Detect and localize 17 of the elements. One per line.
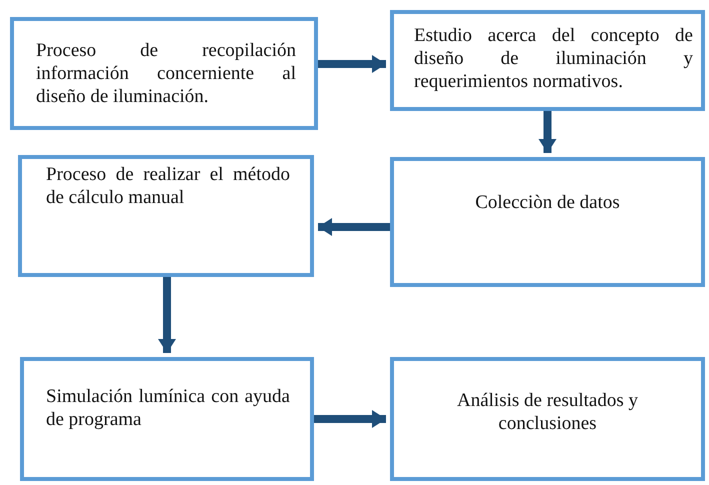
process-box xyxy=(10,17,318,130)
step-text: Proceso de recopilación información concerniente al diseño de iluminación. xyxy=(36,39,296,108)
step-text: Colecciòn de datos xyxy=(474,191,621,214)
process-box xyxy=(390,10,705,111)
arrow xyxy=(318,218,390,236)
process-box xyxy=(20,357,314,481)
process-box xyxy=(390,357,705,481)
arrow xyxy=(314,410,386,428)
process-box xyxy=(390,157,705,287)
step-text: Estudio acerca del concepto de diseño de iluminación y requerimientos normativos. xyxy=(414,24,693,93)
step-text: Proceso de realizar el método de cálculo manual xyxy=(46,163,290,209)
step-text: Simulación lumínica con ayuda de programa xyxy=(46,385,290,431)
arrow xyxy=(158,277,176,353)
process-box xyxy=(18,155,314,277)
arrow xyxy=(318,55,386,73)
arrow xyxy=(538,111,556,153)
step-text: Análisis de resultados y conclusiones xyxy=(456,389,639,435)
